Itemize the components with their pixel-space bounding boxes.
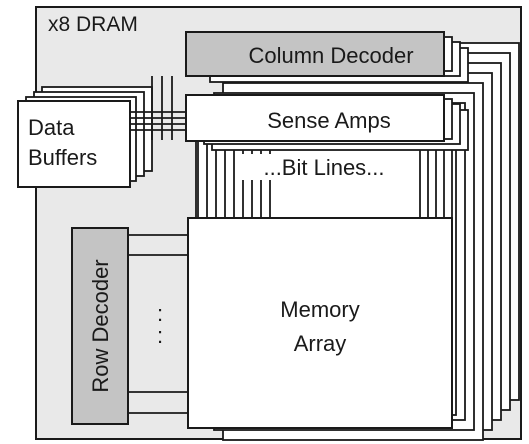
- row-decoder: [71, 227, 129, 425]
- data-buffers-label-line2: Buffers: [28, 145, 97, 170]
- column-decoder-label: Column Decoder: [248, 43, 413, 68]
- word-lines-ellipsis: : :: [157, 301, 163, 348]
- data-buffers-label-line1: Data: [28, 115, 75, 140]
- data-buffers: [17, 100, 131, 188]
- word-lines-ellipsis-text: :: [157, 301, 163, 326]
- memory-array-label-line1: Memory: [280, 297, 359, 322]
- sense-amps-label: Sense Amps: [267, 108, 391, 133]
- word-lines-ellipsis-text-2: :: [157, 323, 163, 348]
- word-lines: [128, 234, 188, 414]
- bit-lines-label-backing: [236, 154, 414, 180]
- row-decoder-label: Row Decoder: [88, 259, 113, 392]
- data-buffer-wires: [130, 76, 186, 140]
- sense-amps: [185, 94, 445, 142]
- chip-label: x8 DRAM: [48, 13, 138, 36]
- memory-array-label-line2: Array: [294, 331, 347, 356]
- memory-array: [187, 217, 453, 429]
- column-decoder: [185, 31, 445, 77]
- bit-lines-label: ...Bit Lines...: [263, 155, 384, 180]
